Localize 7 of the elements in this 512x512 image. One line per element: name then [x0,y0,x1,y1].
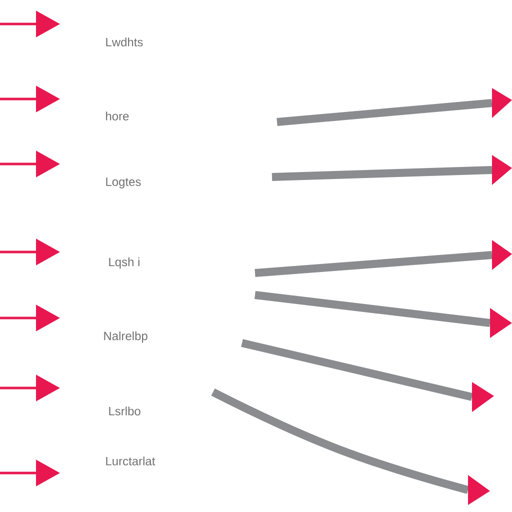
label: Logtes [106,178,141,188]
label: Lsrlbo [109,406,140,416]
label: Lwdhts [106,38,143,46]
label: Lqsh i [109,257,140,269]
label: Nalrelbp [104,331,148,343]
label: Lurctarlat [106,456,156,466]
label: hore [106,112,129,120]
